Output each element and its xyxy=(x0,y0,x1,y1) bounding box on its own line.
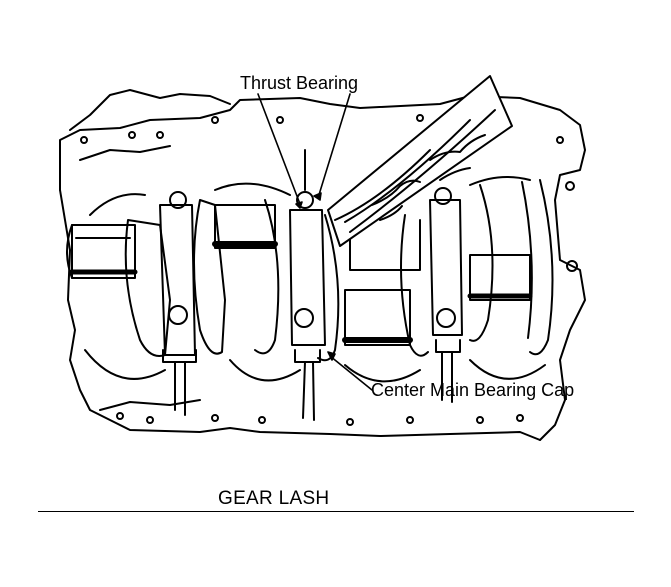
bearing-caps xyxy=(159,149,463,421)
figure-caption: GEAR LASH xyxy=(218,488,330,509)
cylinder-bores xyxy=(84,175,546,383)
engine-block xyxy=(59,89,586,441)
caption-rule xyxy=(38,511,634,512)
center-main-bearing-cap-label: Center Main Bearing Cap xyxy=(371,380,575,400)
crankshaft xyxy=(66,204,533,346)
leader-lines xyxy=(257,93,373,391)
thrust-bearing-label: Thrust Bearing xyxy=(240,73,359,93)
counterweights xyxy=(124,179,554,362)
wooden-block xyxy=(327,75,513,247)
